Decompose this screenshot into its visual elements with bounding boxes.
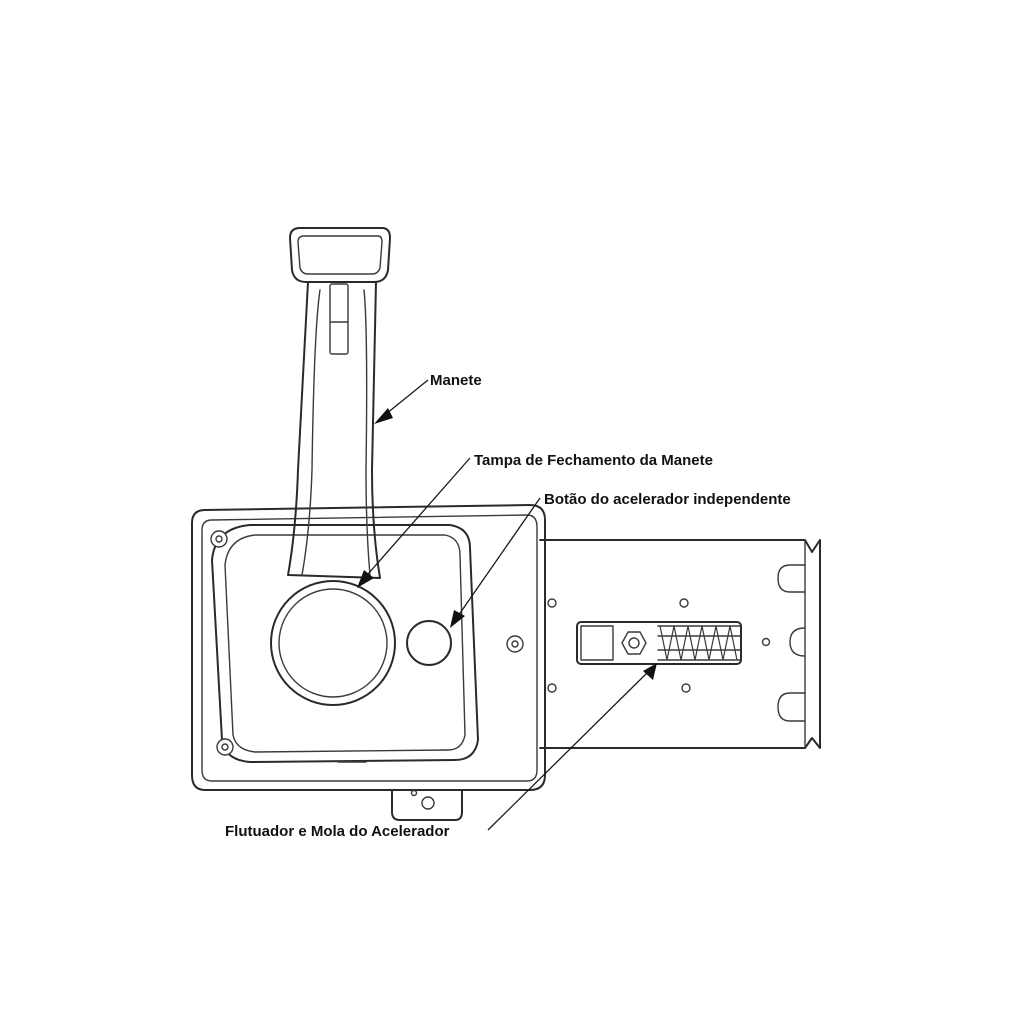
control-housing bbox=[191, 504, 546, 821]
plate-hole bbox=[679, 598, 689, 608]
independent-throttle-button bbox=[406, 620, 452, 666]
plate-hole bbox=[681, 683, 691, 693]
plate-hole bbox=[547, 598, 557, 608]
label-manete: Manete bbox=[430, 372, 482, 389]
label-flutuador: Flutuador e Mola do Acelerador bbox=[225, 823, 450, 840]
label-tampa: Tampa de Fechamento da Manete bbox=[474, 452, 713, 469]
plate-hole bbox=[547, 683, 557, 693]
plate-hole bbox=[761, 637, 771, 647]
lever bbox=[270, 227, 396, 706]
throttle-float-spring bbox=[576, 621, 742, 665]
lever-hub-cap bbox=[270, 580, 396, 706]
callout-flutuador bbox=[487, 663, 657, 831]
callout-botao bbox=[450, 497, 541, 628]
mounting-plate bbox=[539, 539, 821, 749]
bracket-hole bbox=[421, 796, 435, 810]
callout-manete bbox=[374, 379, 429, 424]
housing-screw bbox=[216, 738, 234, 756]
callout-tampa bbox=[357, 457, 471, 588]
housing-screw bbox=[210, 530, 228, 548]
housing-screw bbox=[506, 635, 524, 653]
label-botao: Botão do acelerador independente bbox=[544, 491, 791, 508]
